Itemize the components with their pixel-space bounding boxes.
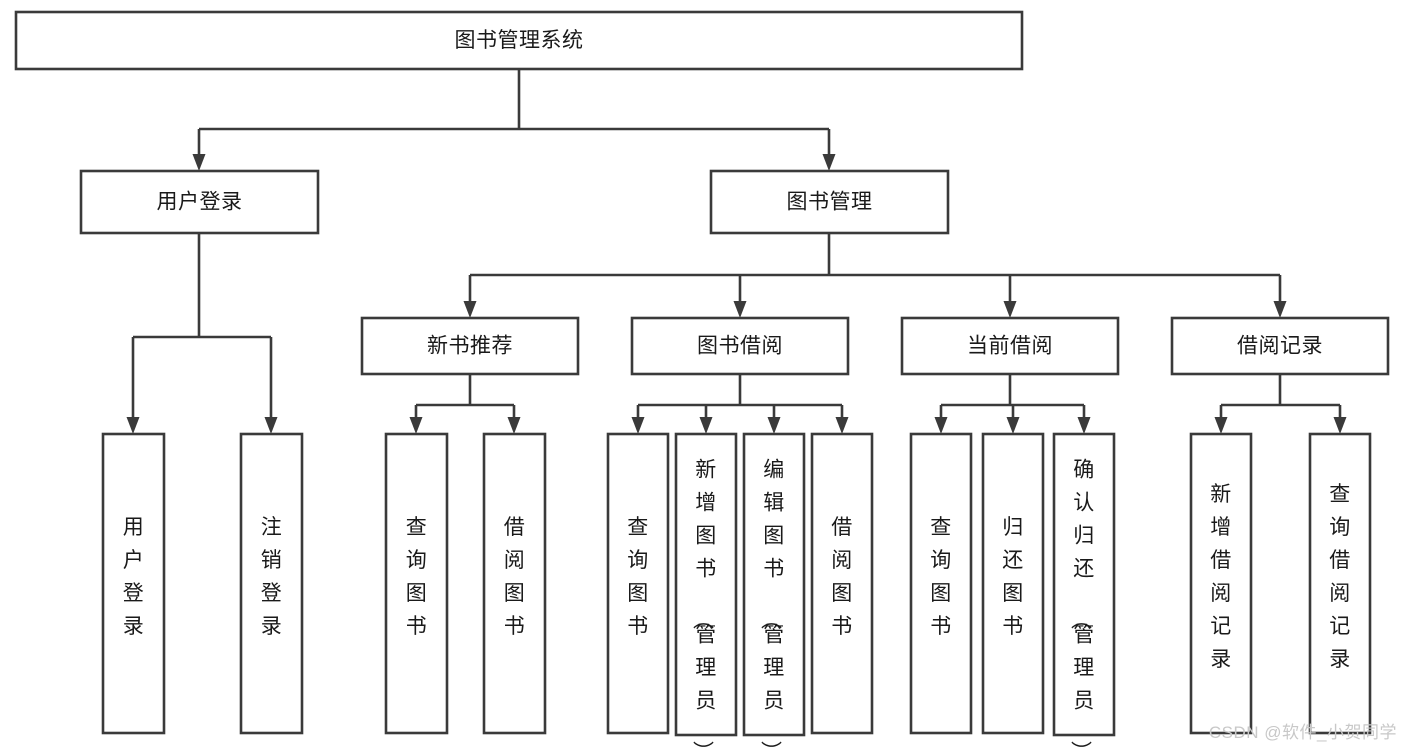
node-leaf-query-book-3[interactable]: 查询图书: [909, 432, 973, 735]
arrow-head-icon: [699, 417, 713, 434]
connector-book-borrow-to-leaves: [631, 374, 849, 434]
node-box-leaf-return-book[interactable]: [981, 432, 1045, 735]
node-label-leaf-return-book: 归还图书: [1002, 516, 1024, 638]
node-box-leaf-borrow-book-2[interactable]: [810, 432, 874, 735]
node-box-current-borrow[interactable]: [900, 316, 1120, 376]
node-leaf-return-book[interactable]: 归还图书: [981, 432, 1045, 735]
node-book-borrow[interactable]: 图书借阅: [630, 316, 850, 376]
node-box-book-borrow[interactable]: [630, 316, 850, 376]
node-label-leaf-user-login: 用户登录: [123, 516, 145, 638]
node-box-leaf-logout[interactable]: [239, 432, 304, 735]
node-leaf-query-book-2[interactable]: 查询图书: [606, 432, 670, 735]
node-label-borrow-record: 借阅记录: [1237, 335, 1323, 358]
connector-user-login-to-leaves: [126, 233, 278, 434]
connector-edges-layer: [126, 69, 1347, 434]
node-leaf-add-record[interactable]: 新增借阅记录: [1189, 432, 1253, 735]
node-box-leaf-query-book-3[interactable]: [909, 432, 973, 735]
node-box-leaf-user-login[interactable]: [101, 432, 166, 735]
node-box-leaf-borrow-book-1[interactable]: [482, 432, 547, 735]
arrow-head-icon: [126, 417, 140, 434]
connector-borrow-record-to-leaves: [1214, 374, 1347, 434]
node-label-leaf-borrow-book-2: 借阅图书: [831, 516, 853, 638]
arrow-head-icon: [934, 417, 948, 434]
node-label-current-borrow: 当前借阅: [967, 335, 1053, 358]
node-box-leaf-query-book-1[interactable]: [384, 432, 449, 735]
arrow-head-icon: [1273, 301, 1287, 318]
node-label-leaf-query-book-2: 查询图书: [627, 516, 649, 638]
node-label-book-borrow: 图书借阅: [697, 335, 783, 358]
node-leaf-borrow-book-2[interactable]: 借阅图书: [810, 432, 874, 735]
node-leaf-query-record[interactable]: 查询借阅记录: [1308, 432, 1372, 735]
node-box-leaf-edit-book[interactable]: [742, 432, 806, 737]
node-book-manage[interactable]: 图书管理: [709, 169, 950, 235]
connector-root-to-level1: [192, 69, 836, 171]
node-leaf-add-book[interactable]: 新增图书（管理员）: [674, 432, 738, 747]
arrow-head-icon: [1333, 417, 1347, 434]
arrow-head-icon: [835, 417, 849, 434]
node-box-leaf-add-record[interactable]: [1189, 432, 1253, 735]
node-label-new-book-recommend: 新书推荐: [427, 335, 513, 358]
node-current-borrow[interactable]: 当前借阅: [900, 316, 1120, 376]
node-label-book-manage: 图书管理: [787, 191, 873, 214]
arrow-head-icon: [192, 154, 206, 171]
node-box-new-book-recommend[interactable]: [360, 316, 580, 376]
node-leaf-borrow-book-1[interactable]: 借阅图书: [482, 432, 547, 735]
node-label-leaf-query-book-1: 查询图书: [406, 516, 428, 638]
csdn-watermark: CSDN @软件_小贺同学: [1208, 723, 1397, 742]
node-root[interactable]: 图书管理系统: [14, 10, 1024, 71]
connector-new-book-recommend-to-leaves: [409, 374, 521, 434]
node-box-leaf-query-book-2[interactable]: [606, 432, 670, 735]
node-leaf-logout[interactable]: 注销登录: [239, 432, 304, 735]
node-boxes-layer: 图书管理系统用户登录图书管理新书推荐图书借阅当前借阅借阅记录用户登录注销登录查询…: [14, 10, 1390, 747]
node-box-book-manage[interactable]: [709, 169, 950, 235]
node-new-book-recommend[interactable]: 新书推荐: [360, 316, 580, 376]
node-leaf-query-book-1[interactable]: 查询图书: [384, 432, 449, 735]
node-box-leaf-query-record[interactable]: [1308, 432, 1372, 735]
node-label-leaf-query-book-3: 查询图书: [930, 516, 952, 638]
node-box-user-login[interactable]: [79, 169, 320, 235]
node-user-login[interactable]: 用户登录: [79, 169, 320, 235]
node-box-leaf-confirm-return[interactable]: [1052, 432, 1116, 737]
arrow-head-icon: [733, 301, 747, 318]
arrow-head-icon: [463, 301, 477, 318]
arrow-head-icon: [264, 417, 278, 434]
connector-current-borrow-to-leaves: [934, 374, 1091, 434]
node-label-leaf-add-record: 新增借阅记录: [1210, 483, 1232, 671]
arrow-head-icon: [409, 417, 423, 434]
arrow-head-icon: [1003, 301, 1017, 318]
node-label-leaf-confirm-return: 确认归还（管理员）: [1068, 459, 1095, 747]
arrow-head-icon: [1006, 417, 1020, 434]
arrow-head-icon: [767, 417, 781, 434]
node-label-leaf-add-book: 新增图书（管理员）: [690, 459, 717, 747]
node-label-user-login: 用户登录: [157, 191, 243, 214]
arrow-head-icon: [1077, 417, 1091, 434]
node-borrow-record[interactable]: 借阅记录: [1170, 316, 1390, 376]
node-leaf-user-login[interactable]: 用户登录: [101, 432, 166, 735]
arrow-head-icon: [507, 417, 521, 434]
node-label-leaf-logout: 注销登录: [261, 516, 283, 638]
node-box-leaf-add-book[interactable]: [674, 432, 738, 737]
arrow-head-icon: [822, 154, 836, 171]
node-leaf-edit-book[interactable]: 编辑图书（管理员）: [742, 432, 806, 747]
arrow-head-icon: [631, 417, 645, 434]
node-label-root: 图书管理系统: [455, 29, 584, 52]
arrow-head-icon: [1214, 417, 1228, 434]
node-box-borrow-record[interactable]: [1170, 316, 1390, 376]
node-leaf-confirm-return[interactable]: 确认归还（管理员）: [1052, 432, 1116, 747]
connector-book-manage-to-level2: [463, 233, 1287, 318]
node-label-leaf-query-record: 查询借阅记录: [1329, 483, 1351, 671]
node-box-root[interactable]: [14, 10, 1024, 71]
node-label-leaf-borrow-book-1: 借阅图书: [504, 516, 526, 638]
node-label-leaf-edit-book: 编辑图书（管理员）: [758, 459, 785, 747]
